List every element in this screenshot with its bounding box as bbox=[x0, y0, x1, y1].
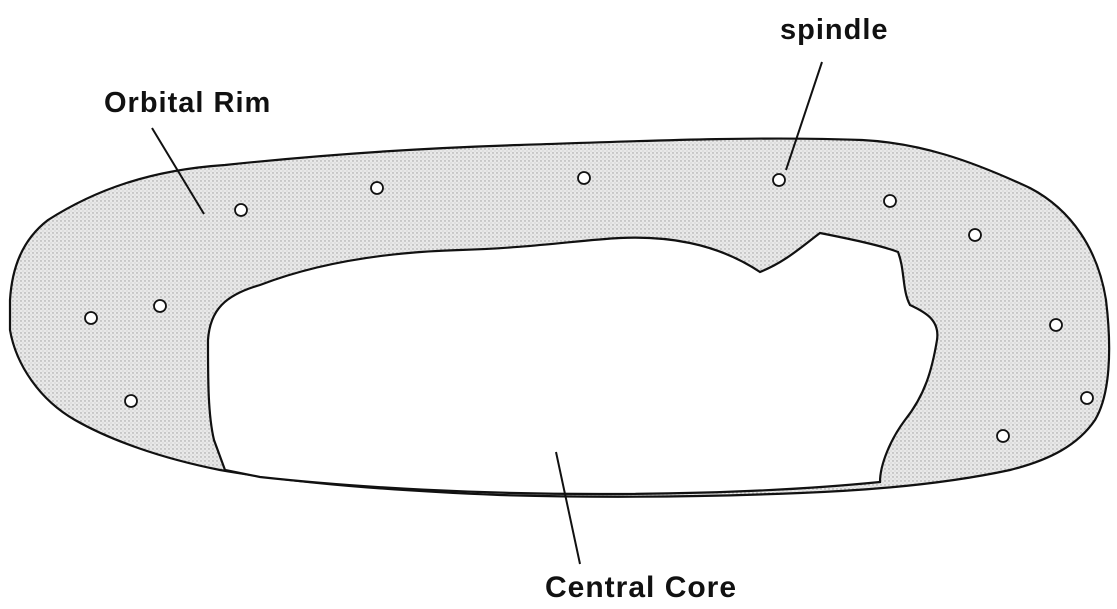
spindle-marker bbox=[85, 312, 97, 324]
spindle-marker bbox=[125, 395, 137, 407]
spindle-label: spindle bbox=[780, 14, 889, 46]
central-core-label: Central Core bbox=[545, 571, 737, 604]
spindle-marker bbox=[578, 172, 590, 184]
spindle-marker bbox=[997, 430, 1009, 442]
spindle-marker bbox=[884, 195, 896, 207]
spindle-marker bbox=[969, 229, 981, 241]
central-core-region bbox=[208, 233, 937, 494]
spindle-marker bbox=[1050, 319, 1062, 331]
spindle-marker bbox=[154, 300, 166, 312]
spindle-marker bbox=[1081, 392, 1093, 404]
spindle-marker bbox=[371, 182, 383, 194]
spindle-marker bbox=[773, 174, 785, 186]
orbital-rim-label: Orbital Rim bbox=[104, 87, 271, 119]
spindle-marker bbox=[235, 204, 247, 216]
